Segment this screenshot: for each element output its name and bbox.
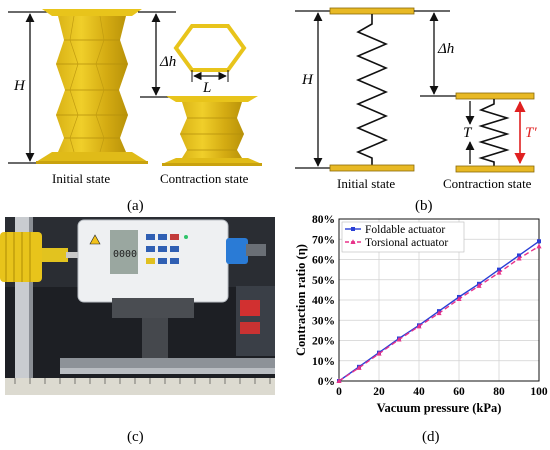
x-tick-label: 0 (336, 386, 342, 398)
x-tick-label: 20 (373, 386, 385, 398)
bottom-plate-contracted (455, 165, 535, 173)
legend-entry: Foldable actuator (365, 224, 445, 236)
series-point (396, 336, 402, 342)
panel-c-photo: 0000 (c) (0, 217, 275, 445)
y-tick-label: 60% (312, 255, 335, 267)
legend-marker (350, 239, 356, 244)
gauge-display-value: 0000 (113, 249, 137, 260)
caption-contraction-b: Contraction state (443, 176, 532, 191)
x-tick-label: 60 (453, 386, 465, 398)
x-tick-label: 40 (413, 386, 425, 398)
series-point (496, 269, 502, 275)
series-point (336, 378, 342, 383)
y-tick-label: 80% (312, 214, 335, 226)
y-tick-labels: 0% 10% 20% 30% 40% 50% 60% 70% 80% (312, 214, 335, 388)
y-tick-label: 0% (318, 376, 335, 388)
series-point (517, 253, 521, 258)
ruler (5, 378, 275, 395)
hexagon-top-view (173, 24, 247, 72)
t-fixture (112, 298, 194, 318)
x-tick-label: 80 (493, 386, 505, 398)
series-point (416, 323, 422, 329)
t-symbol: T (463, 125, 473, 141)
caption-initial-a: Initial state (52, 171, 110, 186)
panel-label-b: (b) (415, 198, 433, 214)
series-point (476, 283, 482, 288)
series-point (516, 255, 522, 261)
chart-series (336, 239, 542, 383)
actuator-photo (0, 232, 42, 282)
y-tick-label: 50% (312, 275, 335, 287)
panel-label-a: (a) (127, 198, 144, 214)
gauge-keypad (146, 234, 188, 264)
gauge-screen (110, 230, 138, 274)
y-axis-label: Contraction ratio (η) (294, 244, 308, 356)
y-tick-label: 20% (312, 336, 335, 348)
spring-initial (355, 14, 389, 165)
top-plate-contracted (455, 92, 535, 100)
x-tick-label: 100 (530, 386, 548, 398)
series-point (376, 350, 382, 356)
series-point (497, 267, 501, 272)
caption-initial-b: Initial state (337, 176, 395, 191)
l-symbol: L (202, 80, 211, 96)
series-point (536, 243, 542, 249)
y-tick-label: 10% (312, 356, 335, 368)
panel-b: H Δh T T′ Initial state Contraction stat… (295, 7, 537, 214)
x-tick-labels: 0 20 40 60 80 100 (336, 386, 548, 398)
y-tick-label: 40% (312, 295, 335, 307)
legend-marker (351, 227, 355, 231)
t-prime-symbol: T′ (525, 125, 537, 141)
y-tick-label: 70% (312, 234, 335, 246)
panel-a: H Δh L Initial state Contra (8, 9, 262, 214)
legend-entry: Torsional actuator (365, 237, 448, 249)
panel-label-d: (d) (422, 429, 440, 445)
series-point (456, 296, 462, 301)
panel-label-c: (c) (127, 429, 144, 445)
usb-connector (226, 238, 248, 264)
h-symbol-a: H (13, 78, 26, 94)
top-plate-initial (329, 7, 415, 15)
h-symbol-b: H (301, 72, 314, 88)
series-point (436, 310, 442, 316)
warning-icon (89, 234, 101, 245)
legend-box (341, 221, 465, 253)
y-tick-label: 30% (312, 315, 335, 327)
actuator-contracted-image (162, 96, 262, 166)
series-point (537, 239, 541, 244)
bottom-plate-initial (329, 164, 415, 172)
plot-frame (338, 218, 540, 382)
dh-symbol-a: Δh (159, 54, 176, 70)
series-point (356, 365, 362, 370)
actuator-initial-image (36, 9, 148, 164)
spring-contracted (478, 99, 510, 166)
caption-contraction-a: Contraction state (160, 171, 249, 186)
dh-symbol-b: Δh (437, 41, 454, 57)
x-axis-label: Vacuum pressure (kPa) (377, 401, 502, 415)
